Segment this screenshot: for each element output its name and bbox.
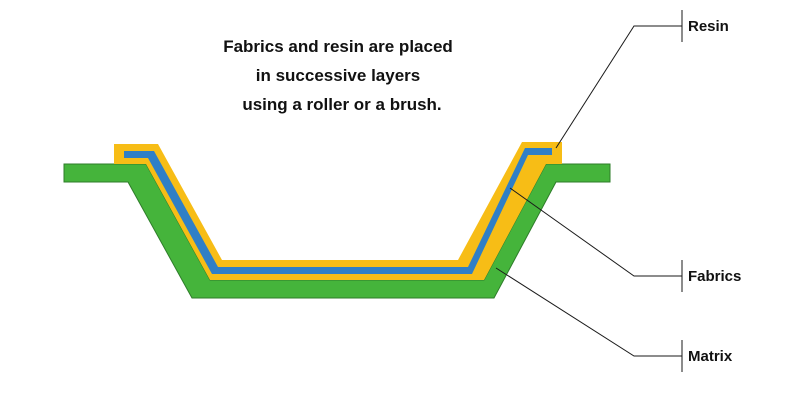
- fabrics-label: Fabrics: [688, 268, 741, 285]
- caption-line-3: using a roller or a brush.: [242, 95, 441, 114]
- resin-layer: [114, 142, 562, 280]
- resin-leader-line: [555, 25, 682, 149]
- caption-line-2: in successive layers: [256, 66, 420, 85]
- matrix-leader-line: [495, 267, 682, 357]
- caption-line-1: Fabrics and resin are placed: [223, 37, 453, 56]
- resin-label: Resin: [688, 18, 729, 35]
- matrix-label: Matrix: [688, 348, 733, 365]
- fabrics-leader-line: [509, 187, 682, 277]
